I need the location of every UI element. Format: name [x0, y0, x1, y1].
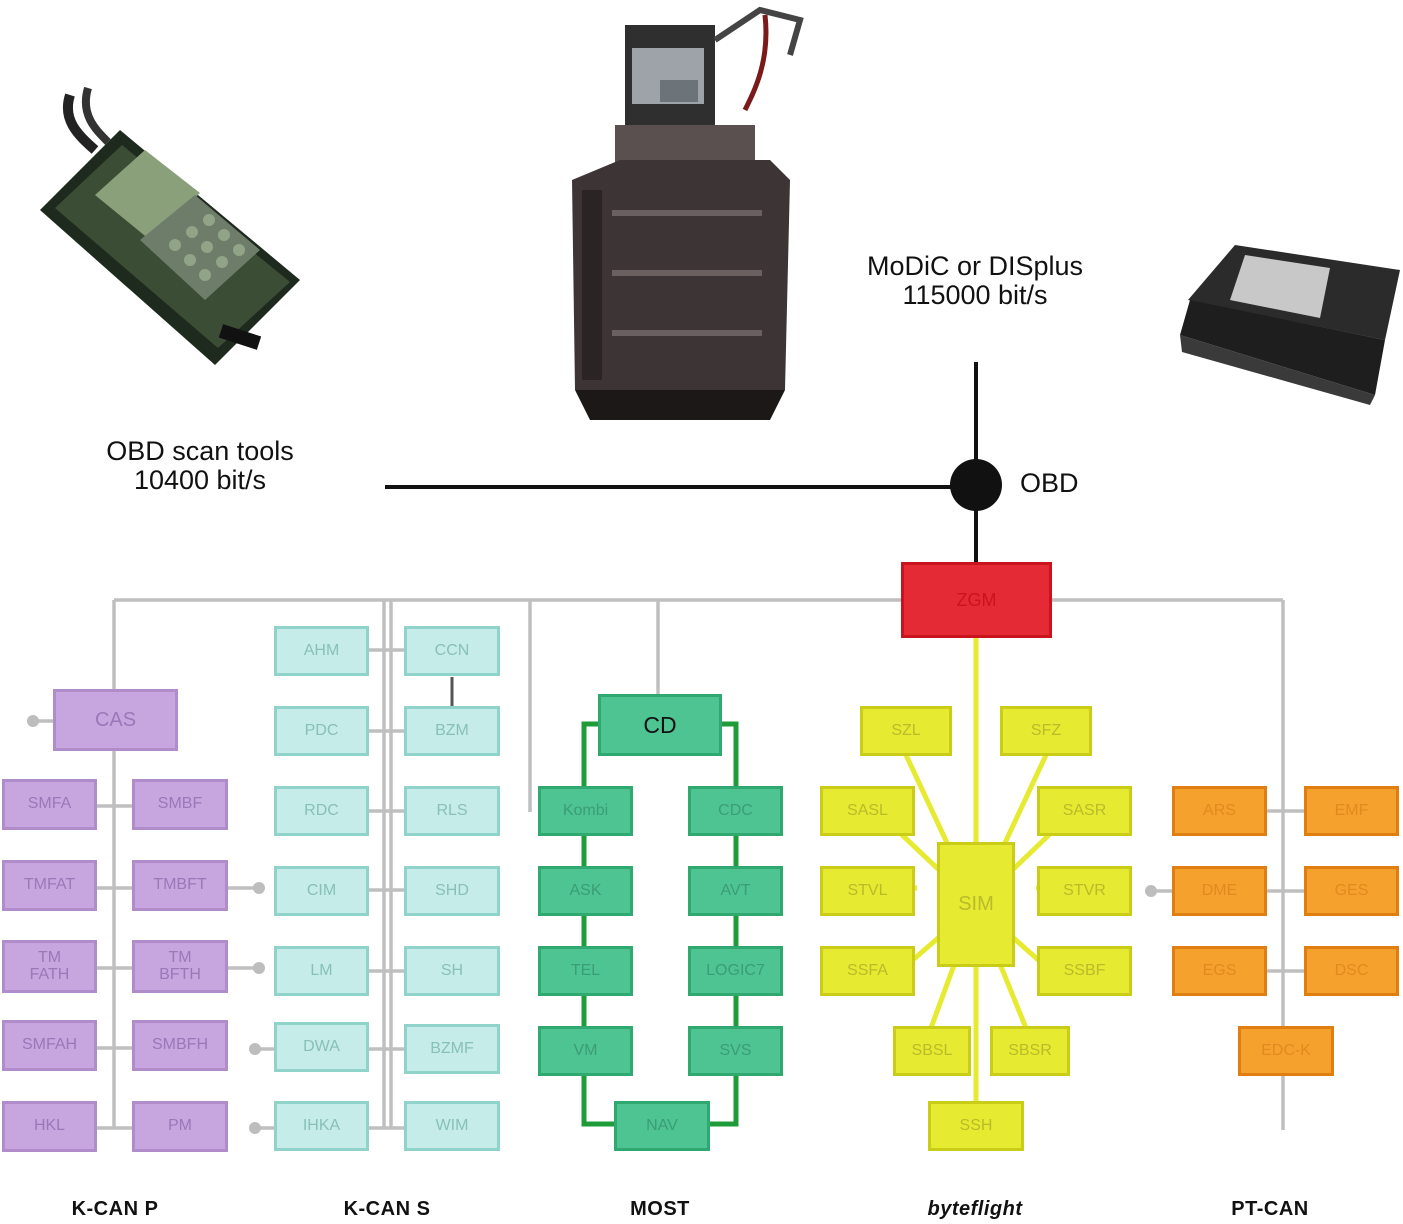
cd-module[interactable]: CD [598, 694, 722, 756]
hkl-module[interactable]: HKL [2, 1101, 97, 1152]
sh-module[interactable]: SH [404, 946, 500, 996]
tm-bfth-module[interactable]: TM BFTH [132, 940, 228, 993]
sasr-module[interactable]: SASR [1037, 786, 1132, 836]
smbf-module[interactable]: SMBF [132, 779, 228, 830]
szl-module[interactable]: SZL [860, 706, 952, 756]
bzm-module[interactable]: BZM [404, 706, 500, 756]
avt-module[interactable]: AVT [688, 866, 783, 916]
obd-scan-tool-device-icon [40, 86, 300, 365]
smfah-module[interactable]: SMFAH [2, 1020, 97, 1071]
logic7-module[interactable]: LOGIC7 [688, 946, 783, 996]
tmbft-module[interactable]: TMBFT [132, 860, 228, 911]
most-ring [581, 721, 739, 1127]
modic-label: MoDiC or DISplus 115000 bit/s [820, 251, 1130, 311]
obd-scan-tools-rate: 10400 bit/s [133, 465, 267, 496]
dme-module[interactable]: DME [1172, 866, 1267, 916]
shd-module[interactable]: SHD [404, 866, 500, 916]
obd-connector-dot [950, 459, 1002, 511]
ars-module[interactable]: ARS [1172, 786, 1267, 836]
dsc-module[interactable]: DSC [1304, 946, 1399, 996]
diagnostic-cart-device-icon [572, 6, 804, 420]
sim-module[interactable]: SIM [937, 842, 1015, 967]
obd-label: OBD [1020, 468, 1079, 498]
pm-module[interactable]: PM [132, 1101, 228, 1152]
sfz-module[interactable]: SFZ [1000, 706, 1092, 756]
ssh-module[interactable]: SSH [928, 1101, 1024, 1151]
pdc-module[interactable]: PDC [274, 706, 369, 756]
ccn-module[interactable]: CCN [404, 626, 500, 676]
stvl-module[interactable]: STVL [820, 866, 915, 916]
cim-module[interactable]: CIM [274, 866, 369, 916]
ahm-module[interactable]: AHM [274, 626, 369, 676]
ihka-module[interactable]: IHKA [274, 1101, 369, 1151]
bus-label-most: MOST [630, 1198, 690, 1220]
ssbf-module[interactable]: SSBF [1037, 946, 1132, 996]
main-bus-lines [38, 598, 1305, 1130]
smfa-module[interactable]: SMFA [2, 779, 97, 830]
tmfat-module[interactable]: TMFAT [2, 860, 97, 911]
wim-module[interactable]: WIM [404, 1101, 500, 1151]
obd-scan-tools-title: OBD scan tools [106, 436, 294, 466]
dwa-module[interactable]: DWA [274, 1022, 369, 1072]
sasl-module[interactable]: SASL [820, 786, 915, 836]
smbfh-module[interactable]: SMBFH [132, 1020, 228, 1071]
tm-fath-module[interactable]: TM FATH [2, 940, 97, 993]
kombi-module[interactable]: Kombi [538, 786, 633, 836]
bus-label-kcan-p: K-CAN P [71, 1198, 159, 1220]
rdc-module[interactable]: RDC [274, 786, 369, 836]
bus-label-byteflight: byteflight [927, 1198, 1023, 1220]
bus-label-pt-can: PT-CAN [1231, 1198, 1309, 1220]
sbsr-module[interactable]: SBSR [990, 1026, 1070, 1076]
nav-module[interactable]: NAV [614, 1101, 710, 1151]
cas-module[interactable]: CAS [53, 689, 178, 751]
stvr-module[interactable]: STVR [1037, 866, 1132, 916]
ges-module[interactable]: GES [1304, 866, 1399, 916]
bus-label-kcan-s: K-CAN S [343, 1198, 431, 1220]
ssfa-module[interactable]: SSFA [820, 946, 915, 996]
vm-module[interactable]: VM [538, 1026, 633, 1076]
edc-k-module[interactable]: EDC-K [1238, 1026, 1334, 1076]
svs-module[interactable]: SVS [688, 1026, 783, 1076]
modic-title: MoDiC or DISplus [866, 251, 1084, 281]
lm-module[interactable]: LM [274, 946, 369, 996]
modic-device-icon [1180, 245, 1400, 405]
ask-module[interactable]: ASK [538, 866, 633, 916]
modic-rate: 115000 bit/s [902, 280, 1048, 311]
rls-module[interactable]: RLS [404, 786, 500, 836]
obd-scan-tools-label: OBD scan tools 10400 bit/s [60, 436, 340, 496]
emf-module[interactable]: EMF [1304, 786, 1399, 836]
bzmf-module[interactable]: BZMF [404, 1024, 500, 1074]
terminal-dots [27, 715, 1157, 1134]
tel-module[interactable]: TEL [538, 946, 633, 996]
cdc-module[interactable]: CDC [688, 786, 783, 836]
egs-module[interactable]: EGS [1172, 946, 1267, 996]
zgm-gateway-box[interactable]: ZGM [901, 562, 1052, 638]
sbsl-module[interactable]: SBSL [893, 1026, 971, 1076]
